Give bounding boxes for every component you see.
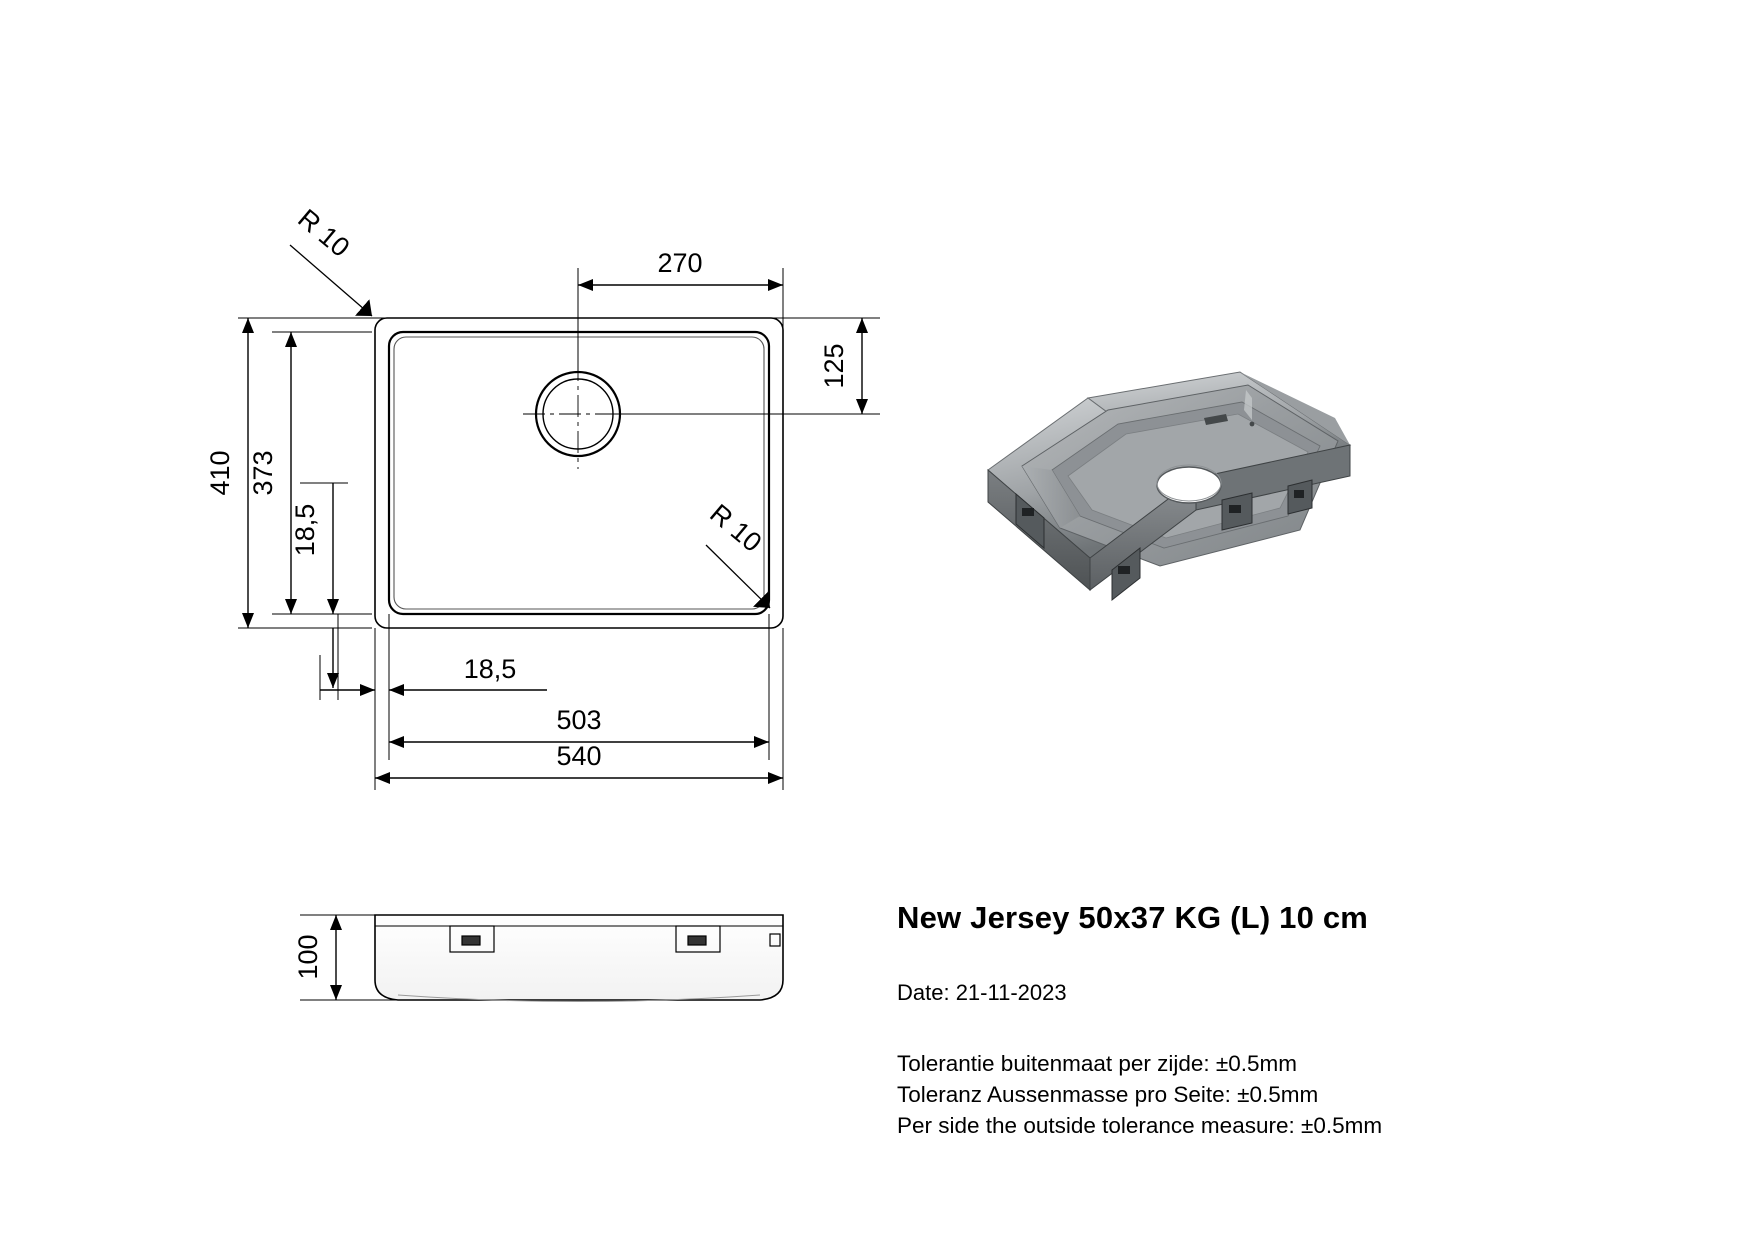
dim-label-18-5-horizontal: 18,5: [464, 654, 517, 684]
dim-18-5-vertical: 18,5: [290, 482, 348, 688]
dim-label-540: 540: [556, 741, 601, 771]
radius-label-bottom: R 10: [704, 498, 767, 558]
plan-extension-lines: [238, 268, 880, 790]
plan-view-outline: [374, 317, 784, 629]
dim-270: 270: [578, 248, 783, 291]
dim-label-503: 503: [556, 705, 601, 735]
dim-125: 125: [819, 318, 868, 414]
radius-callout-bottom: R 10: [704, 498, 771, 609]
tolerance-line-nl: Tolerantie buitenmaat per zijde: ±0.5mm: [897, 1051, 1298, 1076]
dim-18-5-horizontal: 18,5: [320, 654, 547, 696]
tolerance-line-en: Per side the outside tolerance measure: …: [897, 1113, 1383, 1138]
radius-callout-top: R 10: [289, 203, 373, 317]
title-block: New Jersey 50x37 KG (L) 10 cm Date: 21-1…: [897, 900, 1737, 1141]
dim-label-125: 125: [819, 343, 849, 388]
product-title: New Jersey 50x37 KG (L) 10 cm: [897, 900, 1369, 935]
dim-503: 503: [389, 705, 769, 748]
dim-label-373: 373: [248, 450, 278, 495]
tolerance-line-de: Toleranz Aussenmasse pro Seite: ±0.5mm: [897, 1082, 1319, 1107]
dim-label-410: 410: [205, 450, 235, 495]
dim-label-100: 100: [293, 934, 323, 979]
dim-label-270: 270: [657, 248, 702, 278]
drawing-date: Date: 21-11-2023: [897, 980, 1067, 1005]
dim-label-18-5-vertical: 18,5: [290, 504, 320, 557]
dim-100: 100: [293, 915, 342, 1000]
tolerance-notes: Tolerantie buitenmaat per zijde: ±0.5mm …: [897, 1048, 1737, 1141]
dim-373: 373: [248, 332, 297, 614]
radius-label-top: R 10: [292, 203, 355, 263]
iso-sink-render: [987, 371, 1352, 602]
dim-540: 540: [375, 741, 783, 784]
front-view-body: [300, 914, 784, 1003]
dim-410: 410: [205, 318, 254, 628]
